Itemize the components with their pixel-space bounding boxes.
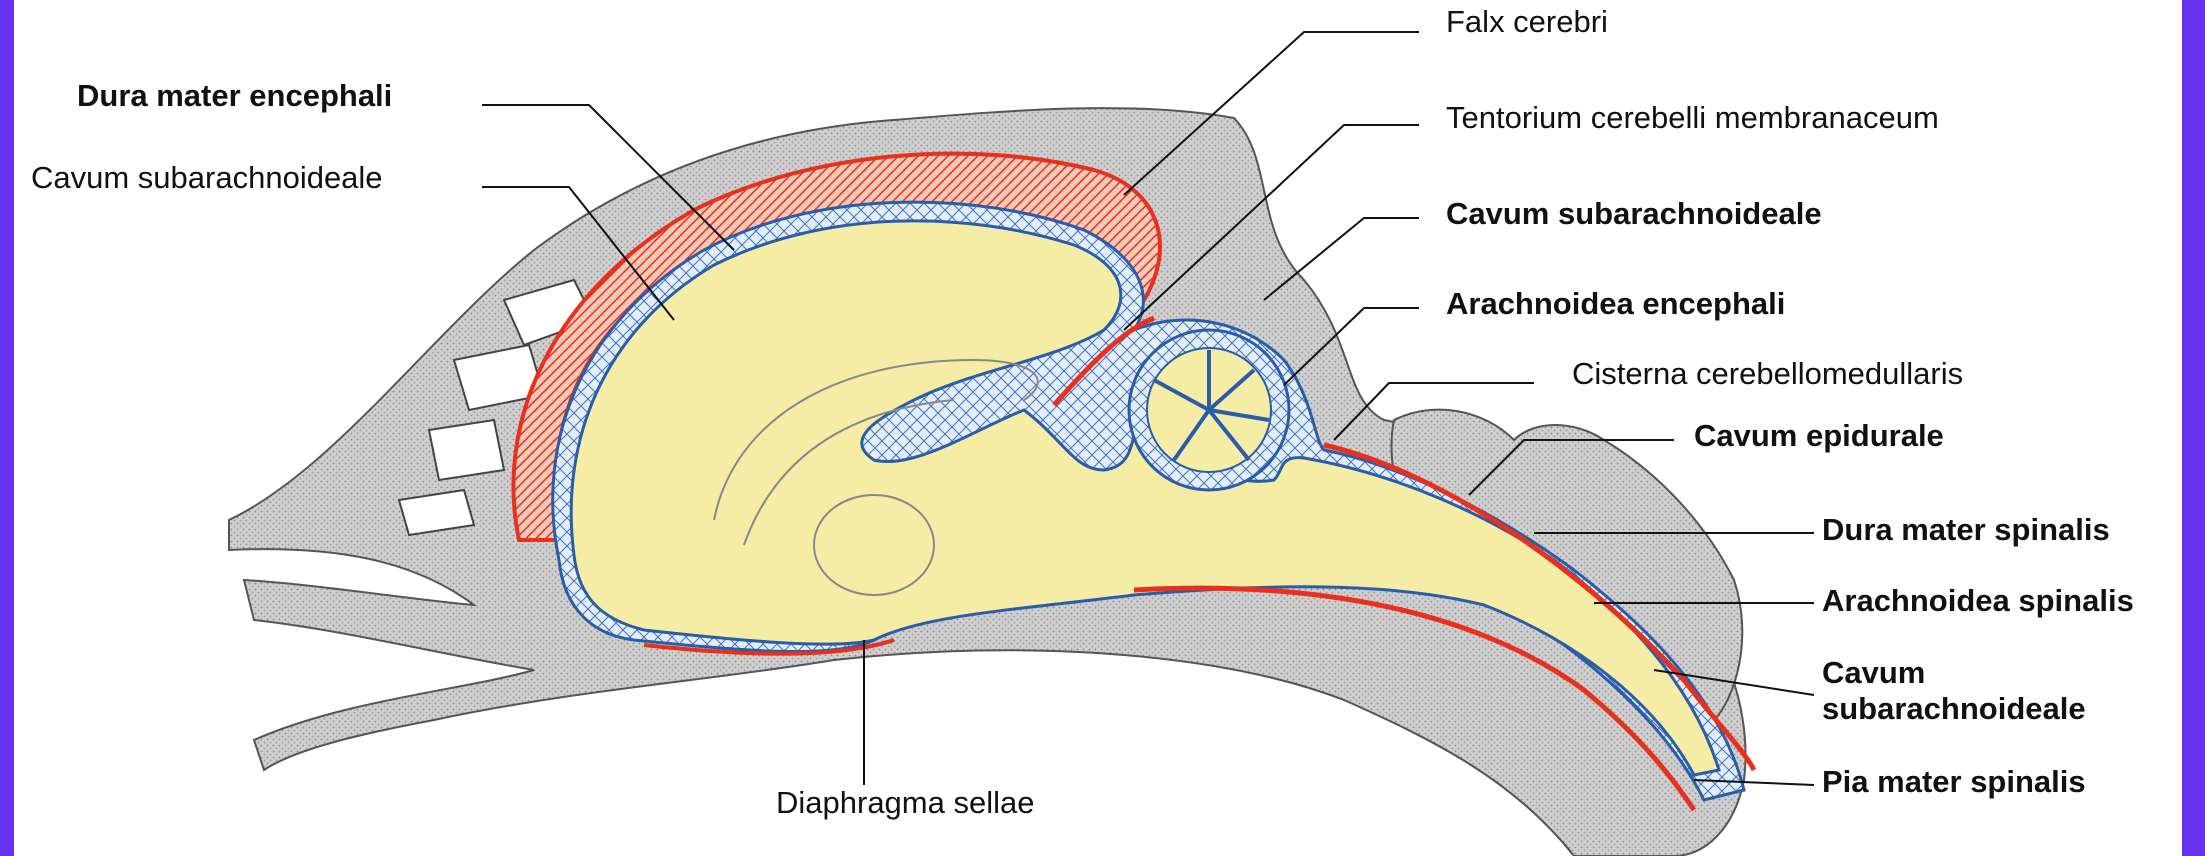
label-arachnoidea-encephali: Arachnoidea encephali: [1446, 286, 1785, 322]
cerebellum: [1129, 330, 1289, 490]
label-dura-mater-encephali: Dura mater encephali: [77, 78, 392, 114]
label-tentorium: Tentorium cerebelli membranaceum: [1446, 100, 1939, 136]
diagram-frame: Dura mater encephali Cavum subarachnoide…: [14, 0, 2182, 856]
label-cisterna: Cisterna cerebellomedullaris: [1572, 356, 1963, 392]
label-dura-mater-spinalis: Dura mater spinalis: [1822, 512, 2110, 548]
label-cavum-subarachnoideale-spinal: Cavum subarachnoideale: [1822, 655, 2142, 727]
label-arachnoidea-spinalis: Arachnoidea spinalis: [1822, 583, 2134, 619]
label-cavum-subarachnoideale-left: Cavum subarachnoideale: [31, 160, 383, 196]
label-diaphragma-sellae: Diaphragma sellae: [776, 785, 1034, 821]
label-cavum-epidurale: Cavum epidurale: [1694, 418, 1944, 454]
label-pia-mater-spinalis: Pia mater spinalis: [1822, 764, 2086, 800]
label-falx-cerebri: Falx cerebri: [1446, 4, 1608, 40]
label-cavum-subarachnoideale-right: Cavum subarachnoideale: [1446, 196, 1822, 232]
